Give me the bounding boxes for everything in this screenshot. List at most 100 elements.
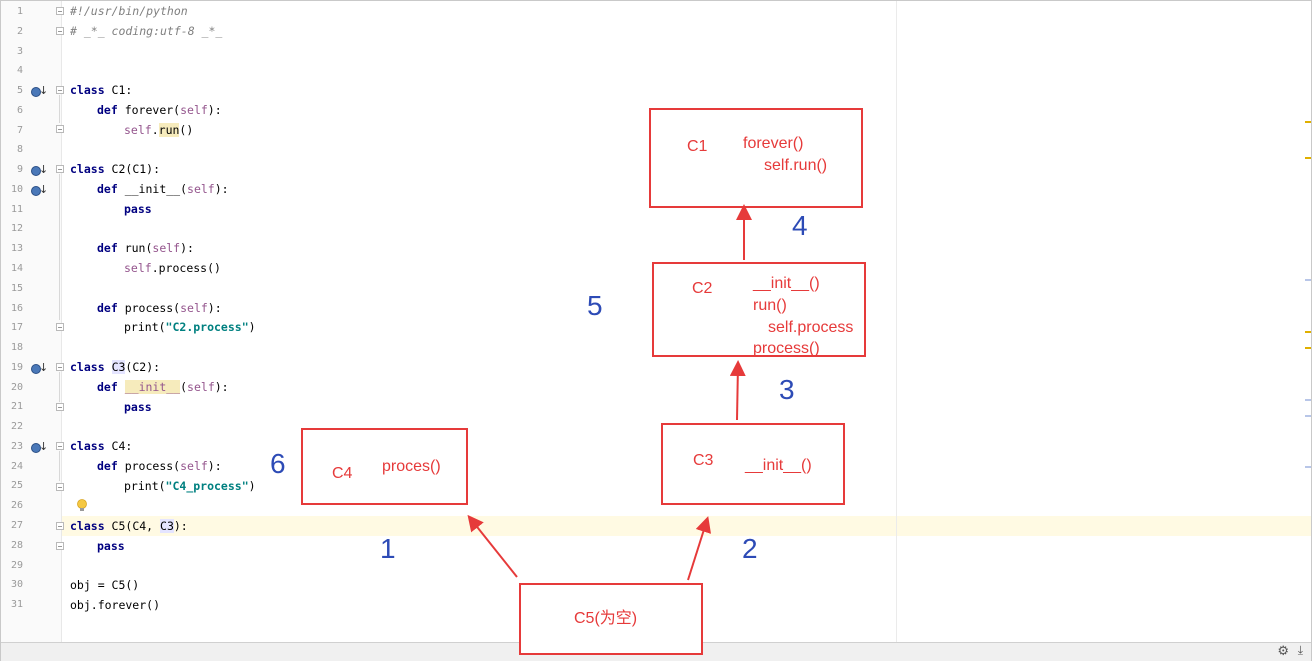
code-text: __init__( [117,182,188,196]
code-line-10: def __init__(self): [97,180,229,200]
code-text: .process() [151,261,221,275]
line-number: 25 [10,480,23,492]
code-text: ): [207,103,222,117]
error-stripe-bar[interactable] [1305,1,1311,642]
info-stripe[interactable] [1305,399,1311,401]
fold-guide [59,174,60,320]
method-label: proces() [382,458,441,475]
keyword: class [70,519,105,533]
code-text: C5(C4, [104,519,161,533]
line-number: 11 [10,203,23,215]
step-number: 6 [270,448,286,479]
self-token: self [124,123,152,137]
current-line-highlight [61,516,1311,536]
line-number: 2 [16,25,23,37]
method-label: forever() [743,135,804,152]
method-label: self.run() [764,157,828,174]
line-number: 29 [10,559,23,571]
warning-stripe[interactable] [1305,121,1311,123]
fold-marker-icon[interactable] [56,483,64,491]
code-text: process( [117,301,181,315]
line-number: 6 [16,104,23,116]
class-box-c1: C1 forever() self.run() [649,108,863,208]
line-number: 3 [16,45,23,57]
code-line-17: print("C2.process") [124,318,256,338]
line-number: 20 [10,381,23,393]
fold-marker-icon[interactable] [56,323,64,331]
override-marker-icon[interactable]: ↓ [31,362,48,376]
class-box-c4: C4 proces() [301,428,468,505]
code-text [118,380,125,394]
gear-icon[interactable]: ⚙ [1277,644,1289,659]
string-literal: "C2.process" [165,320,249,334]
code-line-19: class C3(C2): [70,358,160,378]
fold-marker-icon[interactable] [56,27,64,35]
class-box-c5: C5(为空) [519,583,703,655]
code-line-5: class C1: [70,81,132,101]
step-number: 2 [742,533,758,564]
code-area[interactable]: #!/usr/bin/python # _*_ coding:utf-8 _*_… [70,1,896,642]
override-marker-icon[interactable]: ↓ [31,164,48,178]
code-line-30: obj = C5() [70,578,140,592]
line-number: 22 [10,421,23,433]
fold-marker-icon[interactable] [56,522,64,530]
code-line-27: class C5(C4, C3): [70,517,188,537]
string-literal: "C4_process" [165,479,249,493]
keyword: def [97,182,118,196]
editor-gutter [1,1,62,642]
self-token: self [187,380,215,394]
warning-stripe[interactable] [1305,157,1311,159]
line-number: 17 [10,322,23,334]
self-token: self [124,261,152,275]
lightbulb-icon[interactable] [77,499,87,513]
fold-marker-icon[interactable] [56,125,64,133]
override-marker-icon[interactable]: ↓ [31,85,48,99]
info-stripe[interactable] [1305,466,1311,468]
class-name: C4 [332,465,353,482]
line-number: 9 [16,164,23,176]
code-line-16: def process(self): [97,299,222,319]
keyword: class [70,83,105,97]
fold-marker-icon[interactable] [56,542,64,550]
warning-stripe[interactable] [1305,331,1311,333]
method-label: run() [753,297,787,314]
code-line-6: def forever(self): [97,101,222,121]
code-text: process( [117,459,181,473]
override-marker-icon[interactable]: ↓ [31,441,48,455]
fold-guide [59,95,60,123]
line-number: 21 [10,401,23,413]
code-line-25: print("C4_process") [124,477,256,497]
line-number: 30 [10,579,23,591]
keyword: def [97,241,118,255]
code-text: print( [124,479,166,493]
fold-marker-icon[interactable] [56,165,64,173]
code-text: C1: [104,83,133,97]
info-stripe[interactable] [1305,415,1311,417]
fold-marker-icon[interactable] [56,7,64,15]
code-text: ): [207,301,222,315]
code-text: C4: [104,439,133,453]
keyword: class [70,360,105,374]
fold-marker-icon[interactable] [56,86,64,94]
code-text: ): [214,182,229,196]
fold-marker-icon[interactable] [56,403,64,411]
keyword: def [97,103,118,117]
override-marker-icon[interactable]: ↓ [31,184,48,198]
keyword: def [97,301,118,315]
fold-marker-icon[interactable] [56,442,64,450]
fold-marker-icon[interactable] [56,363,64,371]
info-stripe[interactable] [1305,279,1311,281]
right-margin-guide [896,1,897,642]
step-number: 1 [380,533,396,564]
line-number: 27 [10,520,23,532]
warning-stripe[interactable] [1305,347,1311,349]
self-token: self [180,459,208,473]
line-number: 19 [10,361,23,373]
code-text: () [179,123,194,137]
code-line-9: class C2(C1): [70,160,160,180]
line-number: 18 [10,342,23,354]
code-text: ( [180,380,188,394]
code-line-24: def process(self): [97,457,222,477]
line-number: 8 [16,144,23,156]
download-icon[interactable]: ⤓ [1297,643,1303,657]
